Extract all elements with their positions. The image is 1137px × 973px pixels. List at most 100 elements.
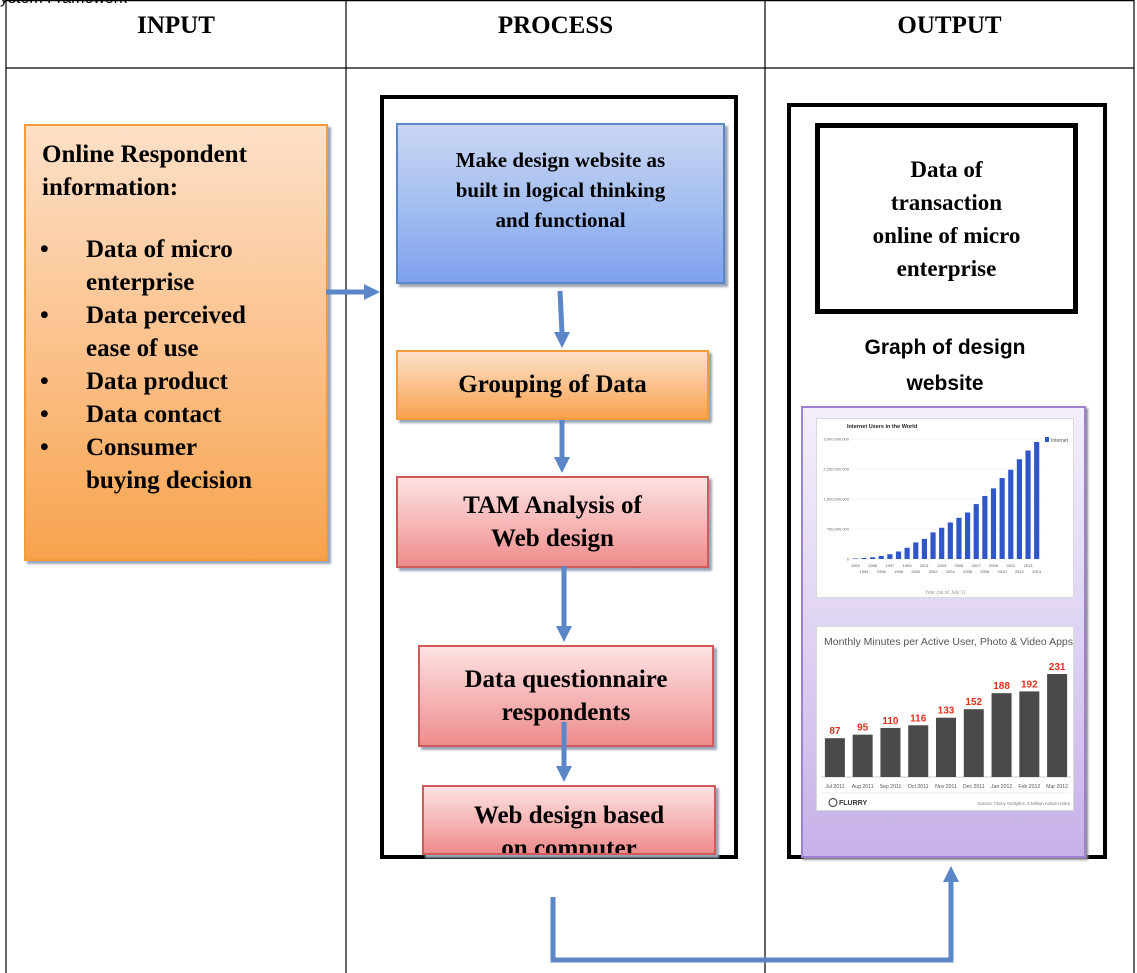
chart1-bar bbox=[913, 542, 919, 559]
chart2-x-tick: Oct 2011 bbox=[908, 784, 929, 790]
chart1-x-tick: 2010 bbox=[998, 569, 1008, 574]
chart1-x-tick: 2000 bbox=[911, 569, 921, 574]
chart2-x-tick: Jul 2011 bbox=[825, 784, 844, 790]
chart2-bar bbox=[1047, 674, 1068, 777]
chart-monthly-minutes: Monthly Minutes per Active User, Photo &… bbox=[816, 626, 1074, 811]
process-step-web-design: Web design based on computer bbox=[422, 785, 716, 855]
chart2-source: Source: Flurry Analytics, 6 Million Acti… bbox=[977, 801, 1070, 806]
chart1-bar bbox=[852, 558, 858, 559]
header-output: OUTPUT bbox=[897, 12, 1002, 39]
chart1-x-tick: 1997 bbox=[885, 563, 895, 568]
chart1-bar bbox=[904, 547, 910, 559]
arrowhead-process-to-output bbox=[943, 866, 959, 882]
framework-caption: ystem Framework bbox=[0, 0, 127, 8]
flurry-logo-icon bbox=[828, 797, 838, 808]
chart1-x-tick: 2007 bbox=[972, 563, 982, 568]
chart1-legend-swatch bbox=[1045, 437, 1049, 442]
chart1-bar bbox=[939, 527, 945, 559]
input-item-3: Data product bbox=[26, 365, 326, 398]
graph-title-line1: Graph of design bbox=[864, 336, 1026, 359]
chart1-x-tick: 1996 bbox=[877, 569, 887, 574]
chart2-data-label: 110 bbox=[882, 716, 899, 727]
arrowhead-step4-to-step5 bbox=[556, 766, 572, 782]
chart-internet-users-svg: Internet Users in the World Internet Yea… bbox=[823, 424, 1069, 596]
chart2-data-label: 231 bbox=[1049, 662, 1066, 673]
chart1-x-tick: 2005 bbox=[955, 563, 965, 568]
chart1-bar bbox=[1008, 469, 1014, 559]
chart2-x-tick: Sep 2011 bbox=[880, 784, 902, 790]
step5-line1: Web design based bbox=[473, 802, 665, 829]
chart2-bar bbox=[963, 709, 984, 777]
output-line1: Data of bbox=[910, 156, 983, 182]
chart1-legend-label: Internet bbox=[1051, 438, 1069, 444]
chart1-x-tick: 2009 bbox=[989, 563, 999, 568]
process-step-design-website: Make design website as built in logical … bbox=[396, 123, 725, 284]
output-line3: online of micro bbox=[872, 222, 1021, 248]
chart1-bar bbox=[982, 496, 988, 559]
chart-internet-users: Internet Users in the World Internet Yea… bbox=[816, 418, 1074, 598]
chart1-bar bbox=[878, 555, 884, 559]
chart1-x-tick: 2011 bbox=[1006, 563, 1015, 568]
chart1-xlabel: Year (as of July 1) bbox=[925, 590, 965, 596]
step1-line1: Make design website as bbox=[455, 148, 666, 172]
chart1-bar bbox=[870, 557, 876, 559]
chart2-data-label: 152 bbox=[965, 697, 982, 708]
chart1-y-tick: 0 bbox=[847, 557, 850, 562]
step4-line1: Data questionnaire bbox=[464, 666, 668, 693]
chart1-bar bbox=[895, 551, 902, 559]
chart2-x-tick: Nov 2011 bbox=[935, 784, 957, 790]
chart2-bar bbox=[1019, 691, 1040, 777]
graph-title: Graph of design website bbox=[800, 330, 1090, 402]
header-process: PROCESS bbox=[497, 12, 614, 39]
chart2-x-tick: Mar 2012 bbox=[1046, 784, 1068, 790]
chart1-bar bbox=[1034, 442, 1040, 559]
chart1-x-tick: 2002 bbox=[929, 569, 939, 574]
arrowhead-step3-to-step4 bbox=[556, 626, 572, 642]
chart1-bar bbox=[999, 478, 1005, 559]
chart1-bar bbox=[956, 517, 962, 559]
arrowhead-step1-to-step2 bbox=[554, 332, 570, 348]
chart2-x-tick: Jan 2012 bbox=[991, 784, 1012, 790]
step3-line1: TAM Analysis of bbox=[463, 492, 642, 519]
chart1-x-tick: 1994 bbox=[860, 569, 870, 574]
input-title-line1: Online Respondent bbox=[42, 141, 247, 168]
process-frame bbox=[380, 95, 738, 859]
chart1-x-tick: 2006 bbox=[963, 569, 973, 574]
step4-line2: respondents bbox=[501, 699, 631, 726]
input-title-line2: information: bbox=[42, 174, 179, 201]
chart2-bar bbox=[991, 693, 1012, 777]
chart1-bar bbox=[947, 522, 953, 559]
chart2-x-tick: Dec 2011 bbox=[963, 784, 985, 790]
step2-label: Grouping of Data bbox=[458, 371, 647, 398]
chart1-x-tick: 1995 bbox=[868, 563, 878, 568]
arrowhead-input-to-process bbox=[364, 284, 380, 300]
process-step-tam-analysis: TAM Analysis of Web design bbox=[396, 476, 709, 568]
chart2-bar bbox=[936, 717, 956, 777]
chart2-bar bbox=[880, 727, 901, 777]
chart1-x-tick: 2013 bbox=[1024, 563, 1034, 568]
chart1-x-tick: 2003 bbox=[937, 563, 947, 568]
chart2-data-label: 116 bbox=[910, 713, 927, 724]
chart2-data-label: 87 bbox=[829, 726, 841, 737]
chart1-title: Internet Users in the World bbox=[847, 424, 917, 430]
arrow-step1-to-step2 bbox=[557, 290, 565, 334]
process-step-grouping: Grouping of Data bbox=[396, 350, 709, 420]
chart1-bar bbox=[921, 538, 927, 559]
chart1-y-tick: 3,000,000,000 bbox=[823, 437, 849, 442]
chart1-x-tick: 1993 bbox=[851, 563, 861, 568]
chart1-bar bbox=[887, 554, 893, 559]
chart2-bar bbox=[908, 725, 929, 777]
arrowhead-step2-to-step3 bbox=[554, 457, 570, 473]
chart1-y-tick: 750,000,000 bbox=[827, 527, 850, 532]
chart2-data-label: 192 bbox=[1021, 679, 1038, 690]
chart1-x-tick: 2014 bbox=[1032, 569, 1042, 574]
step1-line3: and functional bbox=[495, 208, 626, 232]
chart1-x-tick: 2001 bbox=[920, 563, 930, 568]
step1-line2: built in logical thinking bbox=[455, 178, 666, 202]
chart1-bar bbox=[965, 512, 971, 559]
